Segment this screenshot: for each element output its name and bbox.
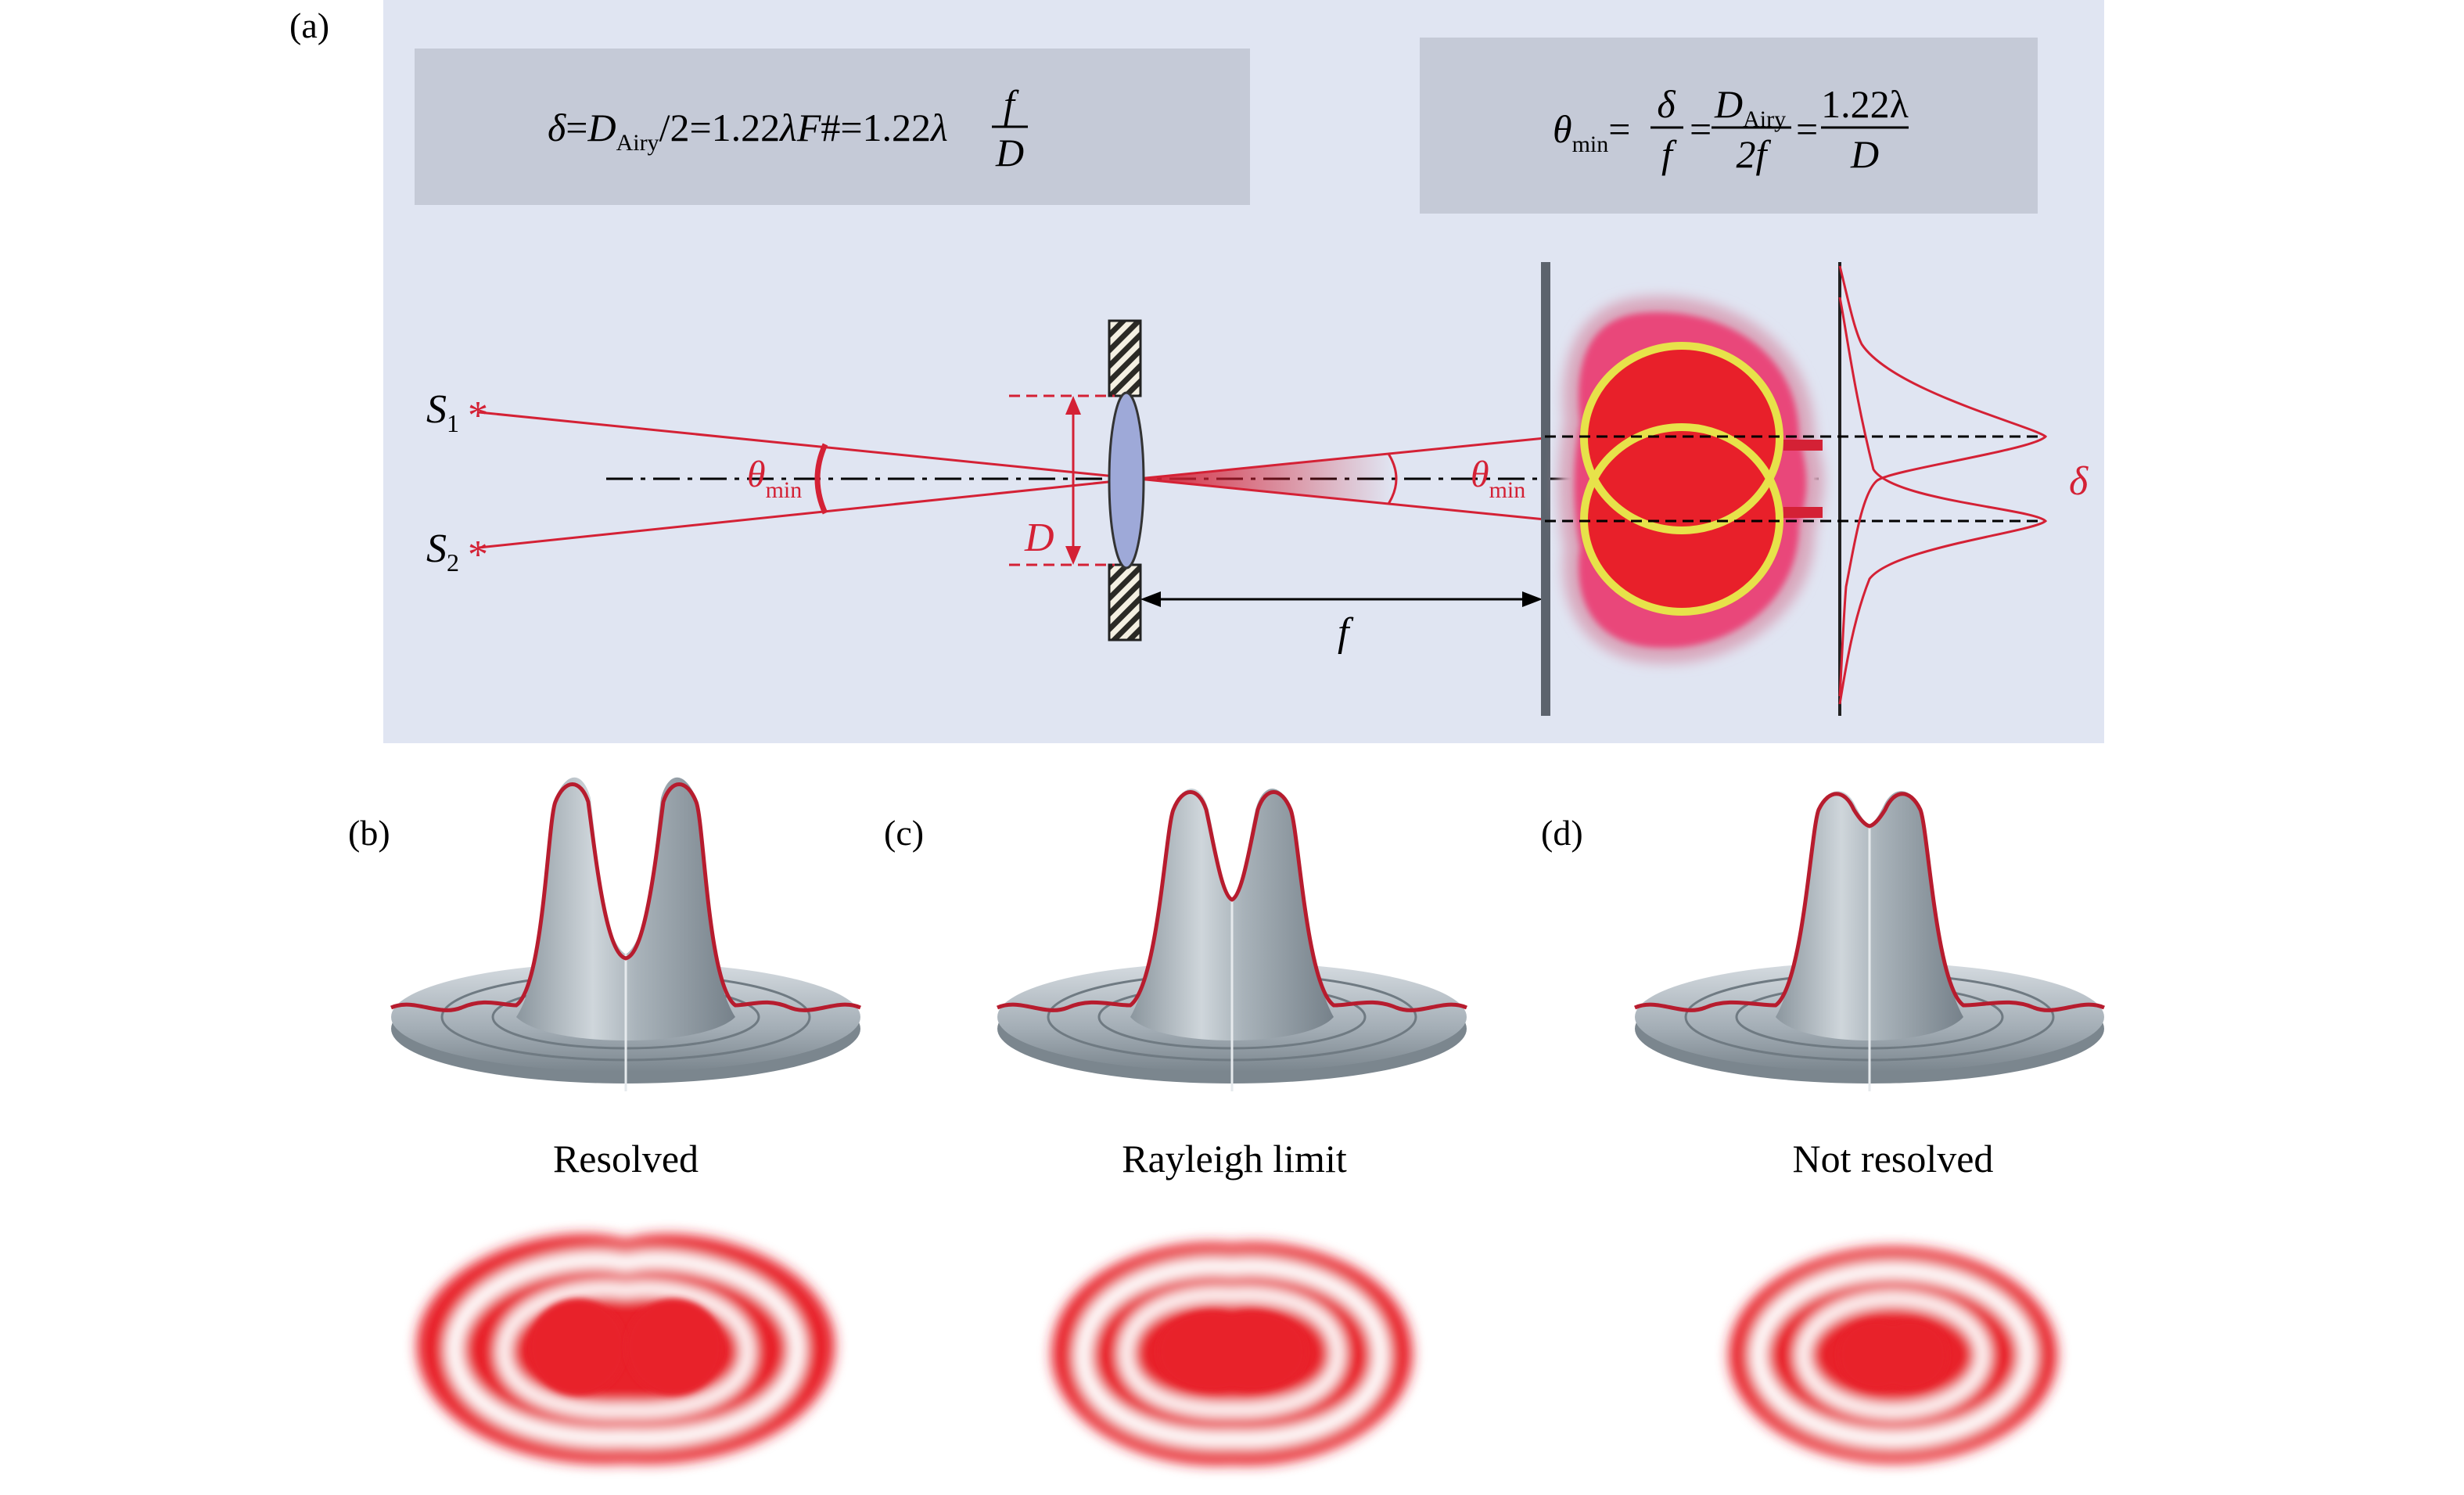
delta-label: δ (2069, 459, 2089, 504)
formula-lambda: λ (778, 106, 797, 149)
formula-over2: /2=1.22 (659, 106, 781, 149)
formula-frac1-num: δ (1657, 82, 1676, 126)
formula-theta: θ (1553, 107, 1572, 151)
angle-arc-right (1387, 453, 1398, 505)
formula-min-sub: min (1572, 131, 1609, 157)
formula-box-right (1420, 38, 2038, 214)
caption-not-resolved: Not resolved (1793, 1137, 1994, 1181)
aperture-arrow-top (1065, 396, 1081, 415)
formula-D: D (587, 106, 616, 149)
image-plane-left (1541, 262, 1550, 716)
aperture-label: D (1024, 516, 1054, 560)
source-s2-star: * (468, 533, 488, 577)
svg-text:δ=DAiry/2=1.22λF#=1.22λ: δ=DAiry/2=1.22λF#=1.22λ (548, 106, 948, 156)
psf-3d-rayleigh (997, 789, 1467, 1091)
formula-delta: δ (548, 106, 566, 149)
aperture-arrow-bottom (1065, 546, 1081, 565)
panel-label-a: (a) (289, 5, 329, 45)
panel-label-c: (c) (884, 813, 924, 853)
formula-r-eq: = (1608, 107, 1630, 151)
ray-cone (1138, 454, 1392, 504)
airy-pattern-not-resolved (1729, 1247, 2057, 1463)
formula-F: F (796, 106, 821, 149)
panel-label-b: (b) (348, 813, 390, 853)
formula-eq1: = (566, 106, 587, 149)
theta-label-left: θmin (747, 454, 802, 503)
lens (1108, 391, 1145, 570)
aperture-stop-top (1108, 319, 1142, 397)
formula-frac3-den: D (1850, 132, 1879, 176)
formula-airy-sub: Airy (616, 130, 659, 156)
peak-guides (1545, 435, 2046, 523)
svg-text:θmin=: θmin= (1553, 107, 1630, 157)
intensity-profiles (1838, 265, 2048, 705)
psf-3d-not-resolved (1634, 791, 2105, 1091)
formula-r-eq3: = (1796, 107, 1818, 151)
formula-lambda2: λ (929, 106, 948, 149)
psf-3d-resolved (390, 777, 861, 1091)
focal-arrow-right (1522, 591, 1543, 607)
airy-pattern-rayleigh (1051, 1242, 1413, 1465)
caption-resolved: Resolved (553, 1137, 699, 1181)
formula-frac3-num: 1.22λ (1821, 82, 1909, 126)
theta-label-right: θmin (1471, 454, 1525, 503)
airy-pattern-resolved (416, 1234, 835, 1464)
panel-label-d: (d) (1541, 813, 1583, 853)
caption-rayleigh-limit: Rayleigh limit (1122, 1137, 1347, 1181)
source-s1-star: * (468, 394, 488, 438)
formula-r-eq2: = (1690, 107, 1712, 151)
formula-frac2-den: 2f (1737, 132, 1772, 176)
formula-box-left (415, 49, 1250, 205)
source-s1: S1 (426, 387, 459, 437)
formula-left: δ=DAiry/2=1.22λF#=1.22λ f D (548, 82, 1028, 174)
airy-spot-overlap (1558, 296, 1824, 664)
aperture-stop-bottom (1108, 563, 1142, 641)
aperture-dimension (1009, 394, 1115, 566)
source-s2: S2 (426, 526, 459, 577)
formula-hash: #=1.22 (821, 106, 931, 149)
angle-arc-left (814, 443, 828, 515)
formula-frac-den: D (995, 131, 1024, 174)
rays (478, 411, 1546, 549)
focal-arrow-left (1140, 591, 1161, 607)
formula-frac2-D: D (1714, 82, 1743, 126)
formula-right: θmin= δ f = DAiry 2f = 1.22λ D (1553, 82, 1909, 176)
